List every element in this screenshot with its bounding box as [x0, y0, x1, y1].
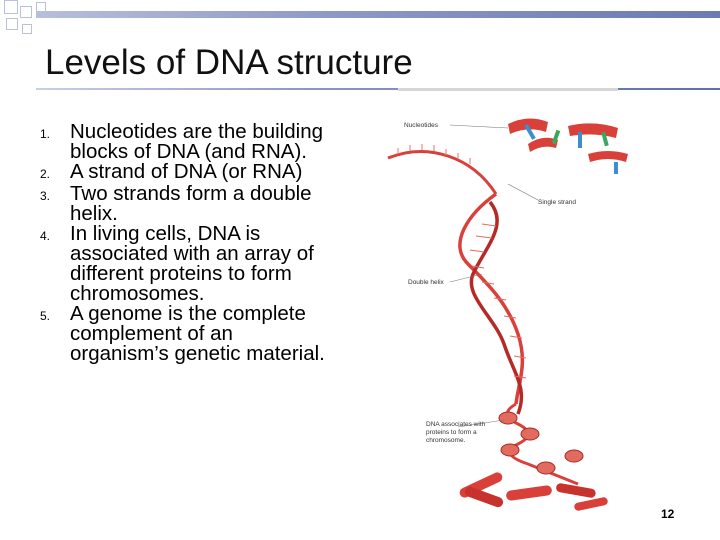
- chromatin-group: [498, 402, 584, 486]
- label-pointer: [449, 273, 483, 283]
- single-strand: [387, 150, 498, 195]
- chromosome: [556, 483, 596, 498]
- list-item: 3. Two strands form a double helix.: [40, 182, 330, 225]
- label-pointer: [457, 419, 505, 428]
- chromosomes-group: [459, 472, 608, 511]
- list-item-text: A strand of DNA (or RNA): [70, 160, 303, 183]
- list-item-number: 1.: [40, 127, 51, 141]
- list-item-text: Two strands form a double helix.: [70, 182, 312, 225]
- list-item-number: 4.: [40, 229, 51, 243]
- list-item-text: Nucleotides are the building blocks of D…: [70, 120, 323, 163]
- nucleotides-label: Nucleotides: [404, 122, 439, 129]
- chromosome-label-line3: chromosome.: [426, 437, 466, 444]
- corner-square-decoration: [4, 0, 18, 14]
- single-strand-label: Single strand: [538, 199, 576, 206]
- label-pointer: [449, 124, 509, 129]
- list-item-text: A genome is the complete complement of a…: [70, 302, 325, 365]
- double-helix-strand-a: [458, 192, 525, 405]
- slide-title: Levels of DNA structure: [45, 43, 413, 82]
- nucleotide-piece: [568, 123, 618, 138]
- nucleosome: [498, 411, 518, 425]
- chromosome-label-line2: proteins to form a: [426, 429, 477, 436]
- corner-square-decoration: [6, 18, 18, 30]
- nucleosome: [500, 443, 520, 457]
- list-item-number: 3.: [40, 189, 51, 203]
- nucleotide-base: [601, 131, 609, 147]
- chromosome: [464, 486, 504, 508]
- chromosome-label-line1: DNA associates with: [426, 421, 486, 428]
- header-bar: [36, 11, 720, 18]
- list-item: 2. A strand of DNA (or RNA): [40, 160, 330, 184]
- double-helix-strand-b: [469, 200, 524, 415]
- title-underline: [36, 88, 720, 90]
- corner-square-decoration: [22, 24, 32, 34]
- list-item-number: 5.: [40, 309, 51, 323]
- list-item: 4. In living cells, DNA is associated wi…: [40, 222, 330, 305]
- chromosome: [506, 485, 552, 501]
- nucleotides-group: [508, 118, 628, 174]
- nucleotide-piece: [588, 151, 628, 162]
- list-item-number: 2.: [40, 167, 51, 181]
- double-helix-label: Double helix: [408, 279, 445, 286]
- nucleotide-base: [614, 162, 618, 174]
- list-item: 5. A genome is the complete complement o…: [40, 302, 330, 365]
- label-pointer: [507, 183, 539, 201]
- dna-structure-illustration: Nucleotides Single strand: [387, 88, 628, 511]
- corner-square-decoration: [20, 6, 32, 18]
- nucleotide-piece: [528, 137, 558, 152]
- figure-caption-line: [398, 88, 618, 91]
- nucleosome: [536, 461, 556, 475]
- chromosome: [574, 497, 608, 511]
- page-number: 12: [661, 507, 675, 521]
- numbered-list: 1. Nucleotides are the building blocks o…: [40, 120, 330, 365]
- nucleosome: [564, 449, 584, 463]
- strand-ticks: [397, 144, 471, 164]
- nucleotide-base: [578, 132, 582, 148]
- helix-rungs: [469, 223, 527, 379]
- list-item-text: In living cells, DNA is associated with …: [70, 222, 314, 305]
- nucleosome: [520, 427, 540, 441]
- nucleotide-base: [524, 124, 536, 140]
- list-item: 1. Nucleotides are the building blocks o…: [40, 120, 330, 163]
- nucleotide-base: [551, 129, 561, 145]
